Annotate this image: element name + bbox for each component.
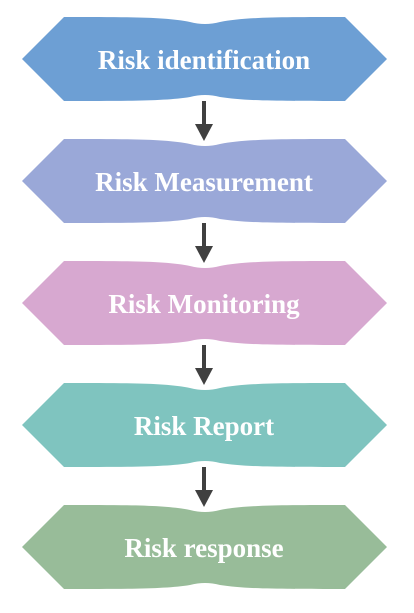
step-label-risk-monitoring: Risk Monitoring <box>108 289 300 319</box>
step-label-risk-response: Risk response <box>124 533 283 563</box>
arrow-3-head <box>195 368 213 385</box>
step-risk-measurement: Risk Measurement <box>22 139 387 223</box>
step-shape-risk-identification <box>22 17 387 101</box>
step-risk-response: Risk response <box>22 505 387 589</box>
arrow-1 <box>195 101 213 141</box>
step-shape-risk-monitoring <box>22 261 387 345</box>
step-label-risk-measurement: Risk Measurement <box>95 167 313 197</box>
arrow-2-head <box>195 246 213 263</box>
step-shape-risk-measurement <box>22 139 387 223</box>
arrow-3 <box>195 345 213 385</box>
step-label-risk-report: Risk Report <box>134 411 274 441</box>
arrow-2 <box>195 223 213 263</box>
step-risk-monitoring: Risk Monitoring <box>22 261 387 345</box>
step-risk-identification: Risk identification <box>22 17 387 101</box>
step-risk-report: Risk Report <box>22 383 387 467</box>
step-shape-risk-report <box>22 383 387 467</box>
step-label-risk-identification: Risk identification <box>98 45 310 75</box>
step-shape-risk-response <box>22 505 387 589</box>
arrow-1-head <box>195 124 213 141</box>
arrow-4-head <box>195 490 213 507</box>
arrow-4 <box>195 467 213 507</box>
